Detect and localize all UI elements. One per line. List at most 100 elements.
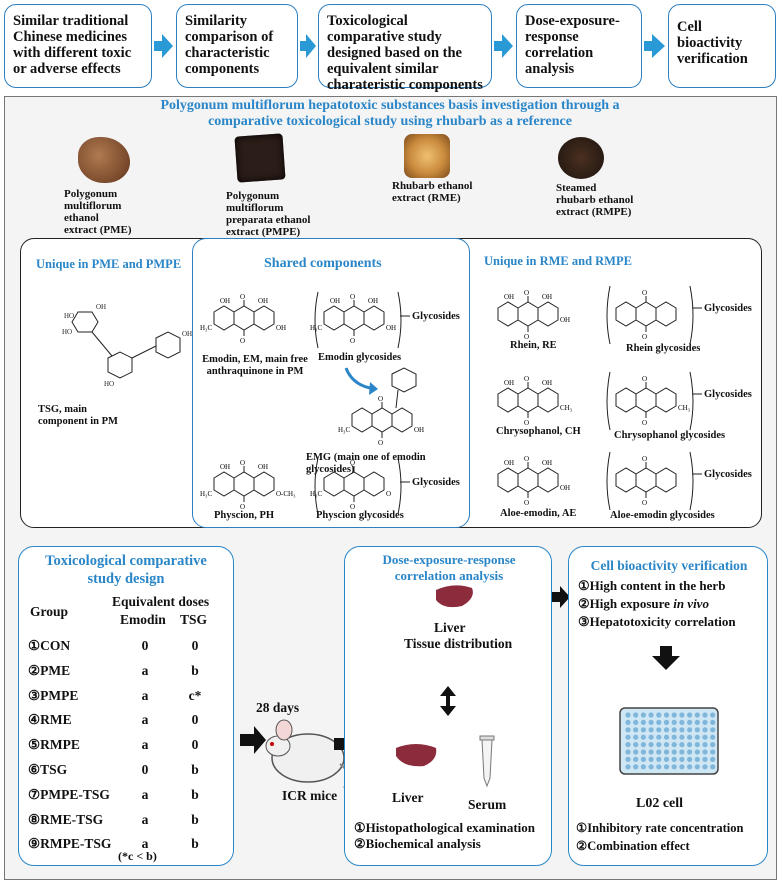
plate-well (656, 719, 662, 725)
design-group-label: ⑤RMPE (28, 737, 80, 753)
plate-well (640, 756, 646, 762)
down-arrow (652, 646, 680, 670)
svg-text:OH: OH (542, 293, 552, 301)
plate-well (694, 719, 700, 725)
aloe-glycosides-label: Aloe-emodin glycosides (610, 510, 715, 521)
double-arrow (440, 686, 456, 716)
plate-well (640, 742, 646, 748)
extract-label-pme: Polygonum multiflorum ethanol extract (P… (64, 188, 132, 236)
plate-well (702, 742, 708, 748)
flow-step-3: Toxicological comparative study designed… (318, 4, 492, 93)
plate-well (671, 764, 677, 770)
design-tsg-dose: c* (188, 687, 202, 703)
svg-text:CH₃: CH₃ (678, 404, 691, 412)
cell-bottom-item-1: ①Inhibitory rate concentration (576, 821, 744, 835)
plate-well (702, 719, 708, 725)
flow-step-2-label: Similarity comparison of characteristic … (185, 13, 274, 77)
plate-well (648, 719, 654, 725)
svg-text:OH: OH (504, 293, 514, 301)
plate-well (625, 764, 631, 770)
plate-well (687, 749, 693, 755)
design-tsg-dose: b (191, 836, 199, 852)
plate-well (702, 712, 708, 718)
plate-well (671, 742, 677, 748)
plate-well (640, 764, 646, 770)
design-tsg-dose: 0 (191, 712, 199, 728)
flow-arrow-3 (494, 34, 513, 58)
svg-text:OH: OH (560, 316, 570, 324)
plate-well (679, 756, 685, 762)
extract-photo-rmpe (558, 137, 604, 179)
plate-well (663, 756, 670, 762)
in-vivo-text: in vivo (673, 596, 709, 611)
svg-text:HO: HO (62, 328, 72, 336)
aloe-label: Aloe-emodin, AE (500, 508, 577, 519)
design-emodin-dose: a (141, 786, 149, 802)
cell-bottom-item-2: ②Combination effect (576, 839, 690, 853)
flow-step-1: Similar traditional Chinese medicines wi… (4, 4, 152, 88)
svg-text:H₃C: H₃C (200, 490, 212, 498)
svg-text:OH: OH (276, 324, 286, 332)
chrysophanol-label: Chrysophanol, CH (496, 426, 581, 437)
flow-arrows (154, 34, 665, 58)
glycosides-rhein: Glycosides (704, 303, 752, 314)
plate-well (663, 749, 670, 755)
plate-well (640, 712, 646, 718)
plate-well (679, 734, 685, 740)
svg-text:H₃C: H₃C (338, 426, 350, 434)
svg-text:OH: OH (542, 379, 552, 387)
plate-well (710, 719, 716, 725)
plate-well (663, 727, 670, 733)
plate-well (694, 712, 700, 718)
tsg-label: TSG, main component in PM (38, 404, 118, 427)
tissue-label: Tissue distribution (404, 636, 513, 651)
design-group-label: ③PMPE (28, 687, 79, 703)
flow-step-4-label: Dose-exposure-response correlation analy… (525, 13, 620, 77)
design-emodin-dose: a (141, 737, 149, 753)
glycosides-emodin: Glycosides (412, 311, 460, 322)
svg-text:O: O (386, 490, 391, 498)
dose-exposure-title: Dose-exposure-response correlation analy… (382, 552, 516, 583)
plate-well (633, 712, 639, 718)
svg-text:H₃C: H₃C (310, 490, 322, 498)
plate-well (679, 719, 685, 725)
plate-well (648, 756, 654, 762)
plate-well (671, 719, 677, 725)
svg-text:OH: OH (504, 379, 514, 387)
plate-well (702, 727, 708, 733)
design-emodin-dose: a (141, 836, 149, 852)
plate-well (710, 712, 716, 718)
plate-well (710, 756, 716, 762)
mice-label: ICR mice (282, 788, 338, 803)
tsg-header: TSG (180, 612, 208, 627)
design-group-label: ⑦PMPE-TSG (28, 786, 110, 802)
plate-well (671, 749, 677, 755)
main-title-text: Polygonum multiflorum hepatotoxic substa… (160, 98, 620, 129)
plate-well (648, 749, 654, 755)
plate-well (625, 749, 631, 755)
emg-label: EMG (main one of emodin glycosides) (306, 452, 426, 475)
serum-tube-icon (479, 735, 495, 788)
plate-well (702, 749, 708, 755)
unique-pm-title: Unique in PME and PMPE (36, 257, 182, 271)
svg-text:OH: OH (258, 463, 268, 471)
plate-well (679, 712, 685, 718)
plate-well (687, 764, 693, 770)
plate-well (633, 764, 639, 770)
plate-well (648, 734, 654, 740)
svg-text:OH: OH (220, 463, 230, 471)
plate-well (648, 727, 654, 733)
glycosides-aloe: Glycosides (704, 469, 752, 480)
plate-well (710, 734, 716, 740)
extract-photo-pme (78, 137, 130, 183)
emg-curve-arrow (344, 367, 371, 390)
plate-well (694, 742, 700, 748)
plate-well (656, 749, 662, 755)
plate-well (625, 734, 631, 740)
svg-text:HO: HO (64, 312, 74, 320)
plate-well (633, 719, 639, 725)
